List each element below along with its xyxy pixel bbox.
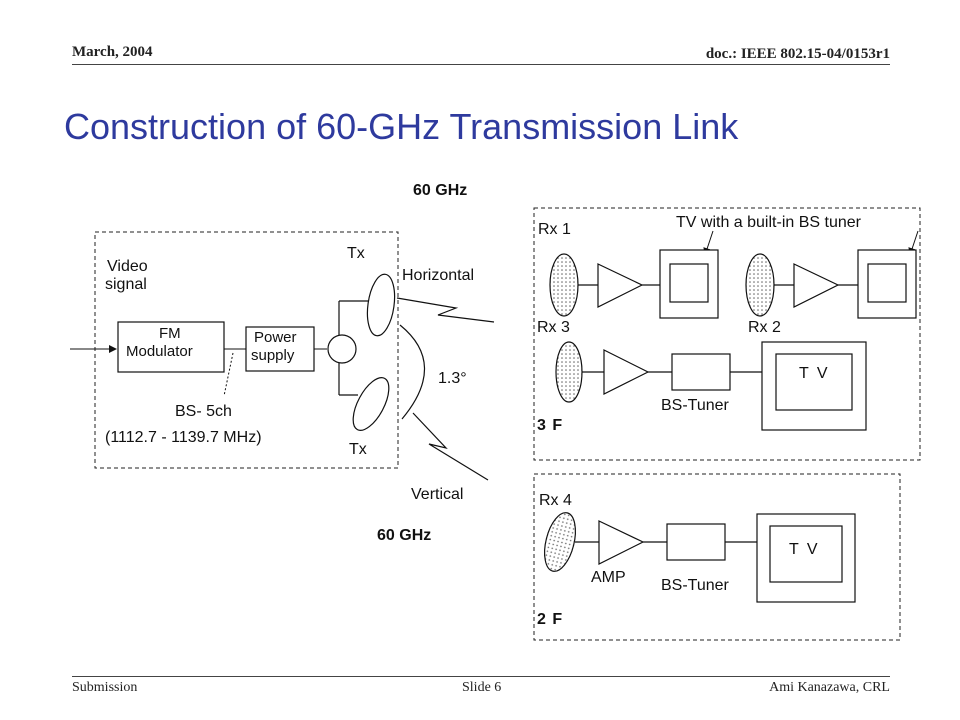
footer-slide-number: Slide 6 — [462, 680, 502, 695]
beam-angle-arc — [399, 324, 425, 420]
rx4-bs-tuner-box — [666, 523, 726, 561]
fm-modulator-label-1: FM — [159, 325, 181, 342]
tx-bottom-antenna — [352, 377, 390, 431]
rx3-bs-tuner-label: BS-Tuner — [661, 397, 730, 414]
rx3-amplifier — [603, 349, 650, 395]
bs-channel-pointer — [223, 352, 234, 397]
tx-top-label: Tx — [347, 245, 365, 262]
rx2-label: Rx 2 — [748, 319, 781, 336]
rx3-tv-label: T V — [799, 365, 830, 382]
rx3-antenna — [555, 341, 583, 403]
rx4-bs-tuner-label: BS-Tuner — [661, 577, 730, 594]
rx3-bs-tuner-box — [671, 353, 731, 391]
rx1-tv-screen — [669, 263, 709, 303]
bs-frequency-label: (1112.7 - 1139.7 MHz) — [105, 429, 262, 446]
frequency-label-bottom: 60 GHz — [377, 527, 431, 544]
beam-angle-label: 1.3° — [438, 370, 467, 387]
rx3-tv-screen — [775, 353, 853, 411]
video-signal-label-1: Video — [107, 258, 148, 275]
receiver-2f-boundary — [533, 473, 901, 641]
tx-bottom-label: Tx — [349, 441, 367, 458]
power-supply-label-1: Power — [254, 329, 297, 346]
header-date: March, 2004 — [72, 44, 153, 60]
rx2-antenna — [745, 253, 775, 317]
vertical-beam-bolt — [412, 412, 489, 481]
slide-title: Construction of 60-GHz Transmission Link — [64, 106, 739, 147]
rx1-amplifier — [597, 263, 644, 308]
transmitter-boundary — [94, 231, 399, 469]
header-doc-id: doc.: IEEE 802.15-04/0153r1 — [705, 46, 890, 62]
rx1-label: Rx 1 — [538, 221, 571, 238]
rx2-tv-screen — [867, 263, 907, 303]
footer-rule — [72, 676, 890, 677]
vertical-label: Vertical — [411, 486, 463, 503]
rx2-amplifier — [793, 263, 840, 308]
power-supply-label-2: supply — [251, 347, 295, 364]
rx3-label: Rx 3 — [537, 319, 570, 336]
rx1-antenna — [549, 253, 579, 317]
rx4-tv-label: T V — [789, 541, 820, 558]
video-signal-label-2: signal — [105, 276, 147, 293]
bs-channel-label: BS- 5ch — [175, 403, 232, 420]
floor-2f-label: 2 F — [537, 611, 563, 628]
tx-top-antenna — [366, 273, 396, 337]
fm-modulator-box — [117, 321, 225, 373]
horizontal-label: Horizontal — [402, 267, 474, 284]
header-rule — [72, 64, 890, 65]
tv-builtin-label: TV with a built-in BS tuner — [676, 214, 862, 231]
power-supply-box — [245, 326, 315, 372]
rx4-antenna — [543, 512, 577, 572]
footer-author: Ami Kanazawa, CRL — [769, 680, 890, 695]
floor-3f-label: 3 F — [537, 417, 563, 434]
receiver-3f-boundary — [533, 207, 921, 461]
amp-label: AMP — [591, 569, 626, 586]
frequency-label-top: 60 GHz — [413, 182, 467, 199]
footer-submission: Submission — [72, 680, 138, 695]
fm-modulator-label-2: Modulator — [126, 343, 193, 360]
rx4-amplifier — [598, 520, 645, 565]
rx4-tv-screen — [769, 525, 843, 583]
horizontal-beam-bolt — [396, 297, 495, 323]
rx4-label: Rx 4 — [539, 492, 572, 509]
splitter-node — [327, 334, 357, 364]
